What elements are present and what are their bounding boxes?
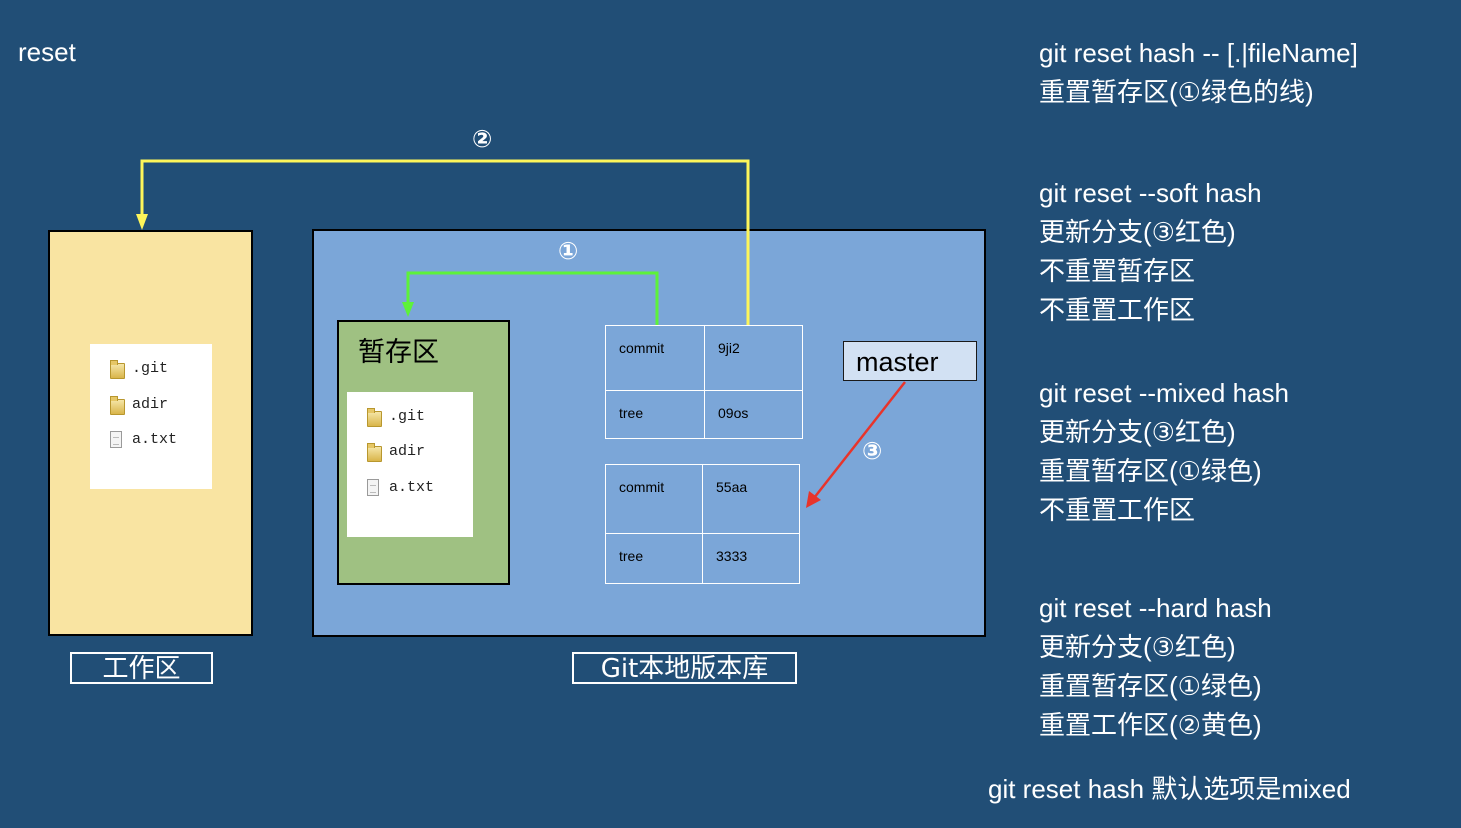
- yellow-arrowhead: [136, 214, 148, 230]
- staging-title: 暂存区: [358, 337, 439, 368]
- note-reset-path: git reset hash -- [.|fileName] 重置暂存区(①绿色…: [1039, 34, 1358, 112]
- staging-file-list: .git adir a.txt: [347, 392, 473, 537]
- folder-icon: [110, 359, 125, 379]
- file-item: .git: [110, 356, 168, 380]
- file-name: adir: [132, 395, 169, 413]
- file-name: .git: [132, 359, 169, 377]
- green-reset-line: [406, 271, 659, 325]
- note-line: git reset --hard hash: [1039, 593, 1272, 623]
- document-icon: [367, 478, 379, 496]
- branch-master: master: [843, 341, 977, 381]
- repository-label: Git本地版本库: [572, 652, 797, 684]
- note-line: 不重置暂存区: [1039, 256, 1196, 286]
- file-name: .git: [389, 407, 426, 425]
- folder-icon: [367, 407, 382, 427]
- note-line: 不重置工作区: [1039, 295, 1196, 325]
- marker-one: ①: [558, 237, 579, 265]
- slide-title: reset: [18, 37, 76, 67]
- tree-label: tree: [605, 390, 705, 439]
- folder-icon: [367, 442, 382, 462]
- note-line: 重置暂存区(①绿色): [1039, 671, 1262, 701]
- folder-icon: [110, 395, 125, 415]
- red-branch-line: [813, 381, 906, 499]
- file-name: a.txt: [389, 478, 435, 496]
- note-line: 不重置工作区: [1039, 495, 1196, 525]
- red-arrowhead: [806, 491, 821, 508]
- note-reset-hard: git reset --hard hash 更新分支(③红色) 重置暂存区(①绿…: [1039, 589, 1272, 745]
- file-item: adir: [367, 439, 425, 463]
- note-line: git reset --mixed hash: [1039, 378, 1289, 408]
- commit-object-bottom: commit 55aa tree 3333: [605, 464, 800, 584]
- note-reset-mixed: git reset --mixed hash 更新分支(③红色) 重置暂存区(①…: [1039, 374, 1289, 530]
- yellow-reset-line: [140, 159, 750, 325]
- commit-hash: 55aa: [702, 464, 800, 534]
- tree-hash: 09os: [704, 390, 803, 439]
- note-reset-soft: git reset --soft hash 更新分支(③红色) 不重置暂存区 不…: [1039, 174, 1262, 330]
- note-line: git reset --soft hash: [1039, 178, 1262, 208]
- tree-hash: 3333: [702, 533, 800, 584]
- note-line: 重置工作区(②黄色): [1039, 710, 1262, 740]
- note-default-option: git reset hash 默认选项是mixed: [988, 774, 1351, 804]
- note-line: 更新分支(③红色): [1039, 417, 1236, 447]
- file-item: adir: [110, 392, 168, 416]
- file-name: adir: [389, 442, 426, 460]
- file-name: a.txt: [132, 430, 178, 448]
- workspace-label: 工作区: [70, 652, 213, 684]
- note-line: 更新分支(③红色): [1039, 632, 1236, 662]
- note-line: 更新分支(③红色): [1039, 217, 1236, 247]
- marker-three: ③: [862, 437, 883, 465]
- file-item: .git: [367, 404, 425, 428]
- marker-two: ②: [472, 125, 493, 153]
- file-item: a.txt: [110, 427, 177, 451]
- note-line: 重置暂存区(①绿色): [1039, 456, 1262, 486]
- note-line: git reset hash -- [.|fileName]: [1039, 38, 1358, 68]
- green-arrowhead: [402, 302, 414, 317]
- tree-label: tree: [605, 533, 703, 584]
- workspace-file-list: .git adir a.txt: [90, 344, 212, 489]
- note-line: 重置暂存区(①绿色的线): [1039, 77, 1314, 107]
- commit-object-top: commit 9ji2 tree 09os: [605, 325, 803, 439]
- document-icon: [110, 430, 122, 448]
- file-item: a.txt: [367, 475, 434, 499]
